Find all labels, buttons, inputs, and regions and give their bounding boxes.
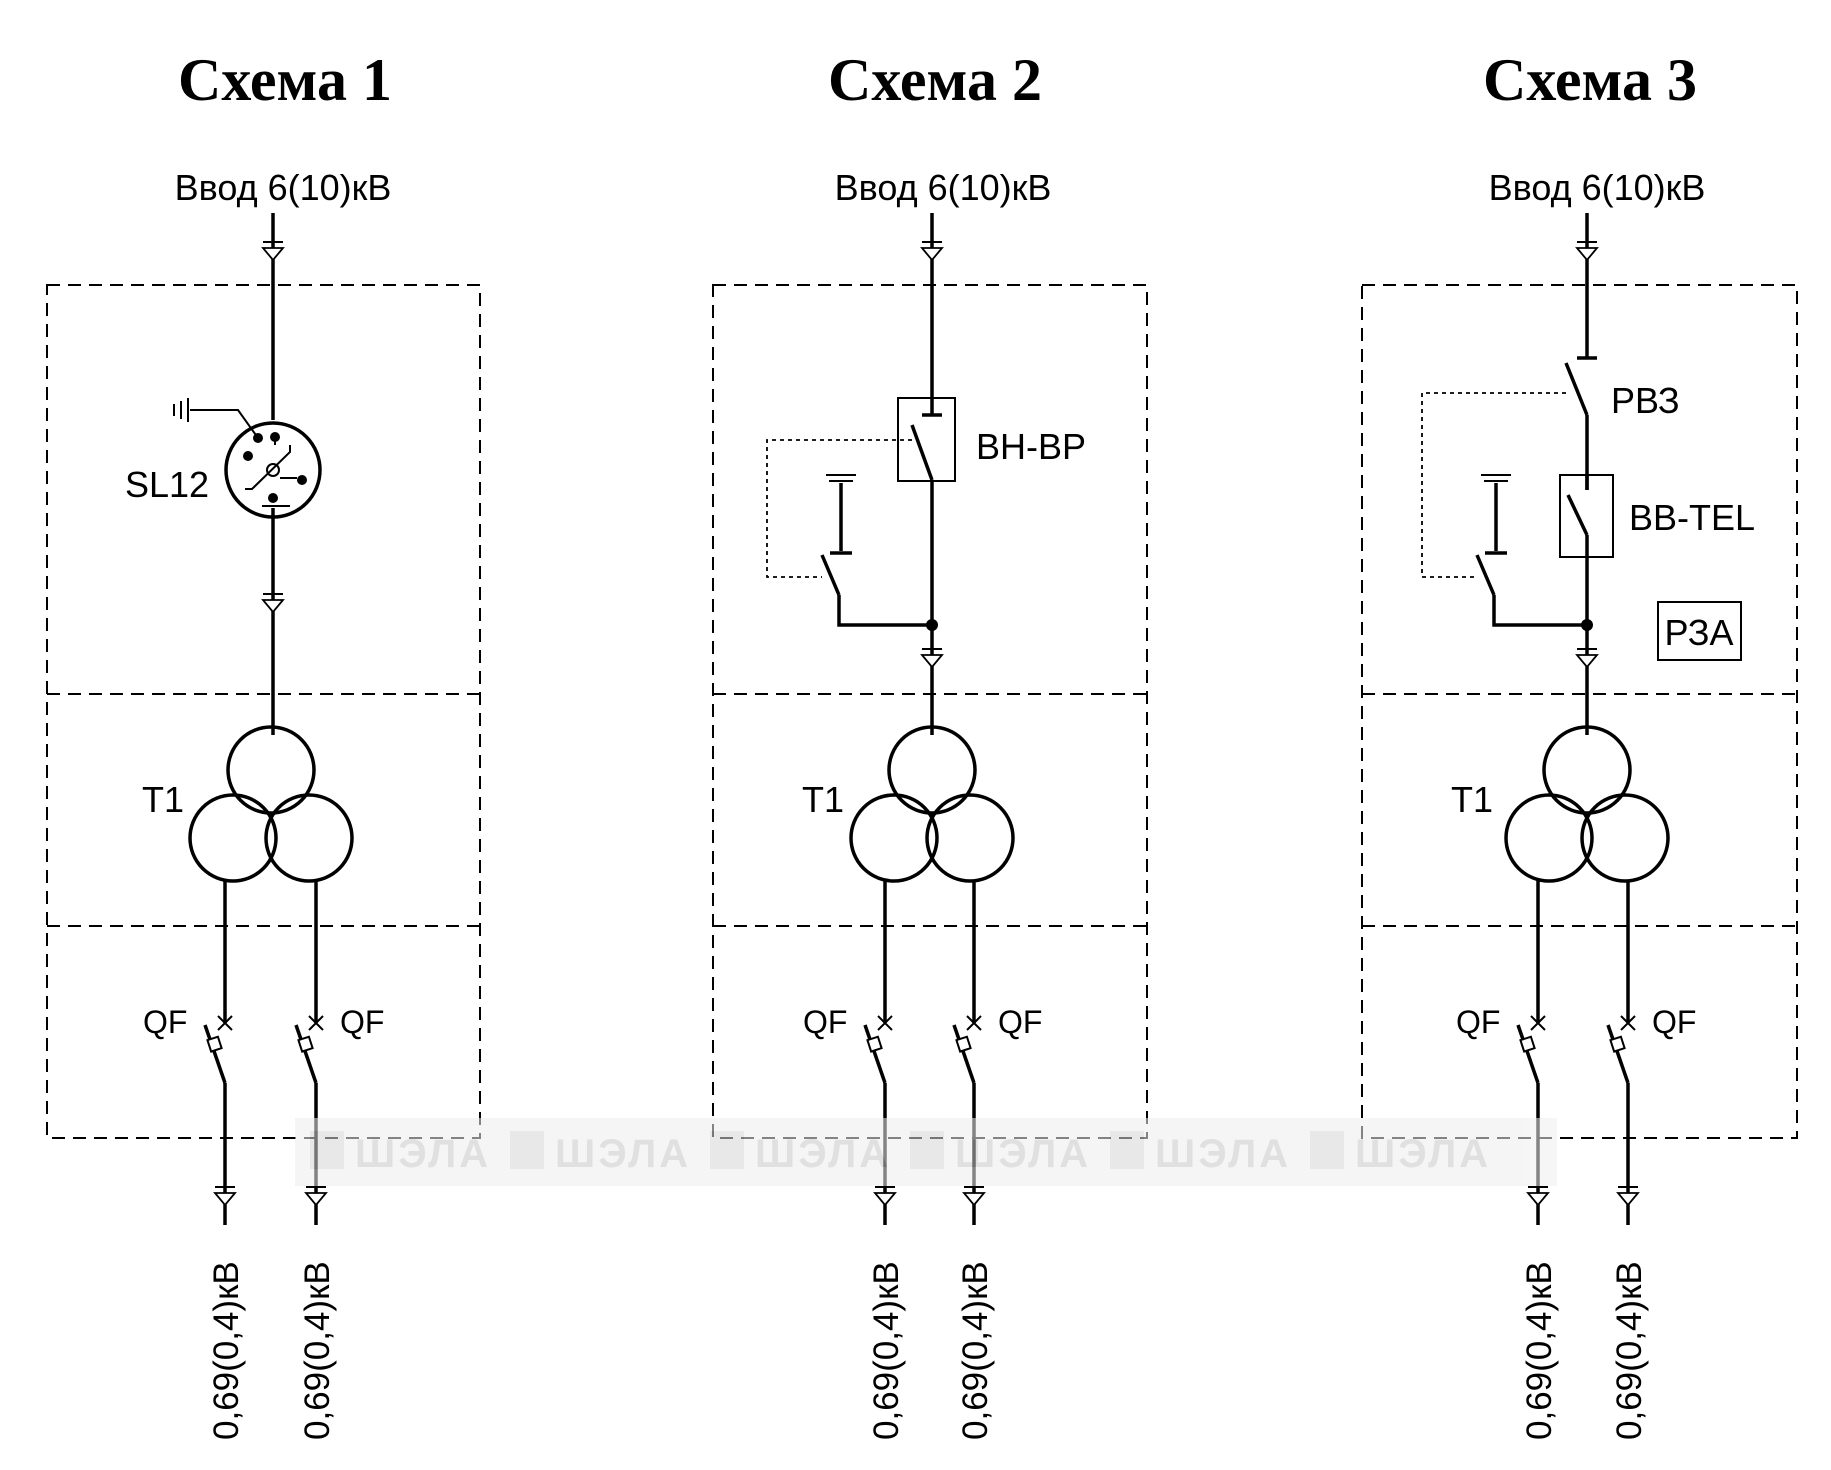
- breaker-label: QF: [1456, 1004, 1500, 1040]
- output-voltage-label: 0,69(0,4)кВ: [867, 1261, 906, 1440]
- transformer-label: T1: [142, 779, 184, 820]
- watermark-text: ШЭЛА: [955, 1132, 1091, 1176]
- cabinet-frame: [1361, 284, 1798, 1139]
- watermark-text: ШЭЛА: [755, 1132, 891, 1176]
- watermark-logo-icon: [1110, 1131, 1144, 1169]
- disconnector-label: РВЗ: [1611, 380, 1680, 421]
- switch-label: ВН-ВР: [976, 426, 1086, 467]
- circuit-breaker-icon: [952, 1001, 983, 1095]
- cabinet-frame: [46, 284, 481, 1139]
- transformer-icon: [1504, 725, 1670, 883]
- input-label: Ввод 6(10)кВ: [175, 167, 392, 208]
- transformer-label: T1: [1451, 779, 1493, 820]
- switch-label: SL12: [125, 464, 209, 505]
- watermark: ШЭЛА ШЭЛА ШЭЛА ШЭЛА ШЭЛА ШЭЛА: [295, 1118, 1557, 1186]
- circuit-breaker-icon: [203, 1001, 234, 1095]
- watermark-text: ШЭЛА: [555, 1132, 691, 1176]
- output-voltage-label: 0,69(0,4)кВ: [956, 1261, 995, 1440]
- transformer-icon: [188, 725, 354, 883]
- watermark-text: ШЭЛА: [1355, 1132, 1491, 1176]
- protection-relay-box: [1657, 601, 1742, 661]
- switch-label: ВВ-TEL: [1629, 497, 1755, 538]
- output-voltage-label: 0,69(0,4)кВ: [298, 1261, 337, 1440]
- scheme-2: Схема 2 Ввод 6(10)кВ ВН-ВР: [712, 47, 1148, 1440]
- watermark-text: ШЭЛА: [355, 1132, 491, 1176]
- circuit-breaker-icon: [1606, 1001, 1637, 1095]
- breaker-label: QF: [803, 1004, 847, 1040]
- watermark-logo-icon: [310, 1131, 344, 1169]
- scheme-title: Схема 1: [178, 47, 392, 113]
- watermark-logo-icon: [510, 1131, 544, 1169]
- transformer-label: T1: [802, 779, 844, 820]
- watermark-logo-icon: [1310, 1131, 1344, 1169]
- output-voltage-label: 0,69(0,4)кВ: [207, 1261, 246, 1440]
- breaker-label: QF: [340, 1004, 384, 1040]
- scheme-1: Схема 1 Ввод 6(10)кВ: [46, 47, 481, 1440]
- input-label: Ввод 6(10)кВ: [1489, 167, 1706, 208]
- protection-label: РЗА: [1665, 612, 1734, 653]
- breaker-label: QF: [1652, 1004, 1696, 1040]
- load-switch-icon: [897, 397, 956, 625]
- watermark-text: ШЭЛА: [1155, 1132, 1291, 1176]
- breaker-label: QF: [143, 1004, 187, 1040]
- disconnector-icon: [1564, 356, 1597, 490]
- circuit-breaker-icon: [1516, 1001, 1547, 1095]
- breaker-label: QF: [998, 1004, 1042, 1040]
- earthing-switch-icon: [766, 439, 938, 631]
- input-label: Ввод 6(10)кВ: [835, 167, 1052, 208]
- cabinet-frame: [712, 284, 1148, 1139]
- scheme-3: Схема 3 Ввод 6(10)кВ РВЗ ВВ-TEL: [1361, 47, 1798, 1440]
- scheme-title: Схема 3: [1483, 47, 1697, 113]
- circuit-breaker-icon: [294, 1001, 325, 1095]
- earthing-switch-icon: [1421, 392, 1593, 631]
- circuit-breaker-icon: [863, 1001, 894, 1095]
- vacuum-breaker-icon: [1559, 474, 1614, 625]
- output-voltage-label: 0,69(0,4)кВ: [1520, 1261, 1559, 1440]
- watermark-logo-icon: [710, 1131, 744, 1169]
- transformer-icon: [849, 725, 1015, 883]
- output-voltage-label: 0,69(0,4)кВ: [1610, 1261, 1649, 1440]
- watermark-logo-icon: [910, 1131, 944, 1169]
- scheme-title: Схема 2: [828, 47, 1042, 113]
